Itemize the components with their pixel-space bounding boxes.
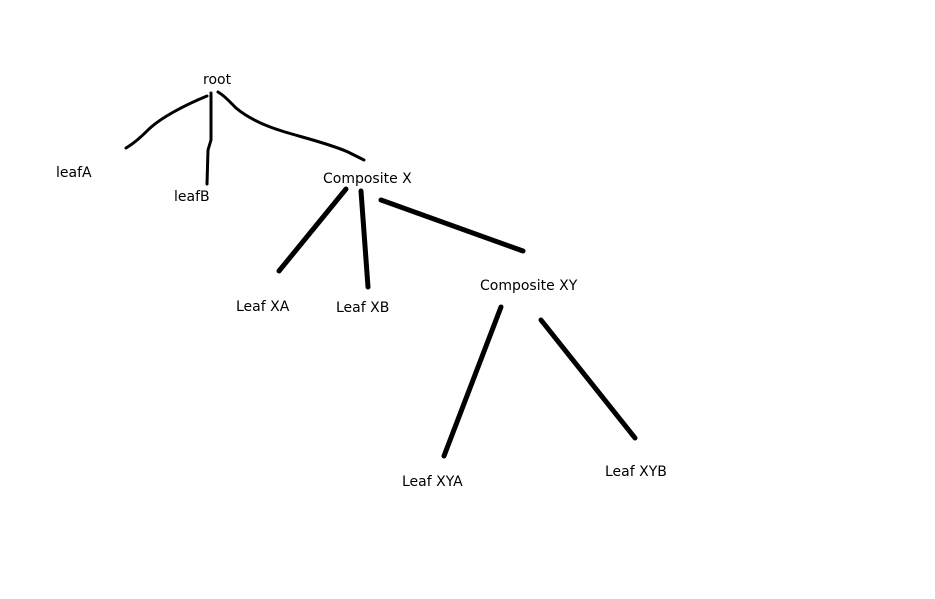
node-leaf-xyb: Leaf XYB [605, 464, 667, 480]
edge-compositeX-leafXB [358, 188, 371, 290]
edge-compositeX-leafXA [276, 186, 349, 274]
edge-compositeXY-leafXYA [441, 304, 504, 459]
edge-root-leafB [205, 91, 213, 186]
edge-root-compositeX [216, 90, 366, 162]
node-leaf-xa: Leaf XA [236, 299, 290, 315]
node-leaf-xb: Leaf XB [336, 300, 390, 316]
edge-root-leafA [124, 94, 209, 150]
node-leafB: leafB [174, 189, 210, 205]
node-composite-x: Composite X [323, 171, 412, 187]
node-leafA: leafA [56, 165, 92, 181]
node-leaf-xya: Leaf XYA [402, 474, 463, 490]
edge-compositeX-compositeXY [378, 197, 526, 254]
node-root: root [203, 72, 232, 88]
edge-compositeXY-leafXYB [538, 317, 638, 441]
node-composite-xy: Composite XY [480, 278, 578, 294]
